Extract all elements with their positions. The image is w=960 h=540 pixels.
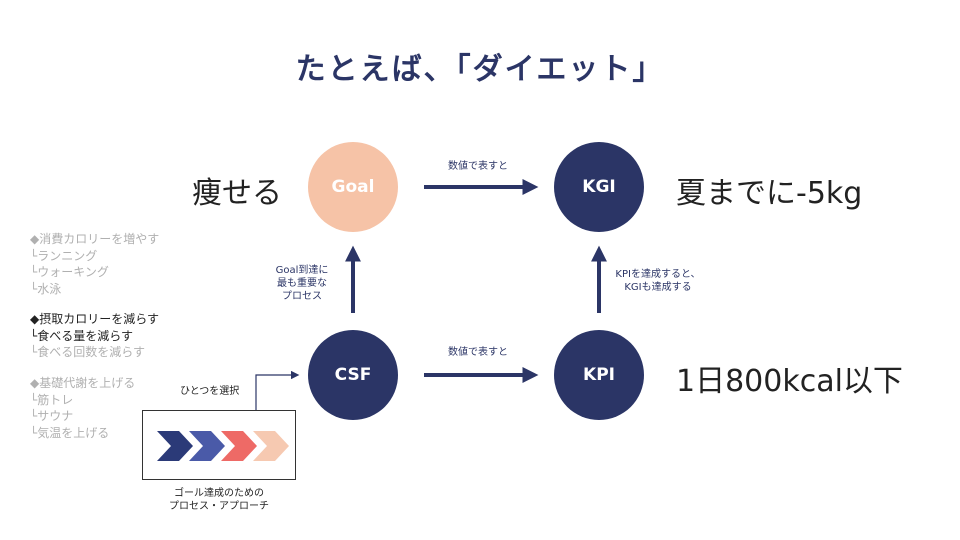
- option-item: └筋トレ: [30, 392, 74, 407]
- option-heading: ◆消費カロリーを増やす: [30, 232, 160, 246]
- process-box: [142, 410, 296, 480]
- right-arrow-label: KPIを達成すると、 KGIも達成する: [615, 269, 701, 293]
- option-group-2: ◆摂取カロリーを減らす └食べる量を減らす └食べる回数を減らす: [30, 311, 159, 361]
- option-heading-selected: ◆摂取カロリーを減らす: [30, 312, 159, 326]
- kgi-node: KGI: [554, 142, 644, 232]
- chevron-icon: [157, 431, 193, 461]
- chevron-icon: [221, 431, 257, 461]
- goal-value: 痩せる: [192, 176, 282, 211]
- option-item-selected: └食べる量を減らす: [30, 328, 133, 343]
- kpi-value: 1日800kcal以下: [676, 364, 903, 399]
- kgi-value: 夏までに-5kg: [676, 176, 863, 211]
- csf-node: CSF: [308, 330, 398, 420]
- option-heading: ◆基礎代謝を上げる: [30, 376, 136, 390]
- left-arrow-label: Goal到達に 最も重要な プロセス: [275, 265, 329, 302]
- goal-node: Goal: [308, 142, 398, 232]
- option-group-1: ◆消費カロリーを増やす └ランニング └ウォーキング └水泳: [30, 231, 159, 297]
- arrow-select-to-csf: [255, 370, 300, 412]
- process-caption: ゴール達成のための プロセス・アプローチ: [169, 488, 269, 512]
- option-item: └食べる回数を減らす: [30, 345, 145, 359]
- option-item: └ウォーキング: [30, 265, 109, 279]
- option-group-3: ◆基礎代謝を上げる └筋トレ └サウナ └気温を上げる: [30, 375, 135, 441]
- bottom-arrow-label: 数値で表すと: [448, 347, 508, 358]
- option-item: └水泳: [30, 281, 62, 296]
- option-item: └気温を上げる: [30, 425, 110, 440]
- process-chevrons: [157, 431, 289, 461]
- chevron-icon: [253, 431, 289, 461]
- kpi-node: KPI: [554, 330, 644, 420]
- page-title: たとえば、「ダイエット」: [295, 52, 665, 87]
- option-item: └サウナ: [30, 409, 74, 423]
- chevron-icon: [189, 431, 225, 461]
- select-label: ひとつを選択: [180, 386, 240, 397]
- top-arrow-label: 数値で表すと: [448, 161, 508, 172]
- option-item: └ランニング: [30, 248, 98, 263]
